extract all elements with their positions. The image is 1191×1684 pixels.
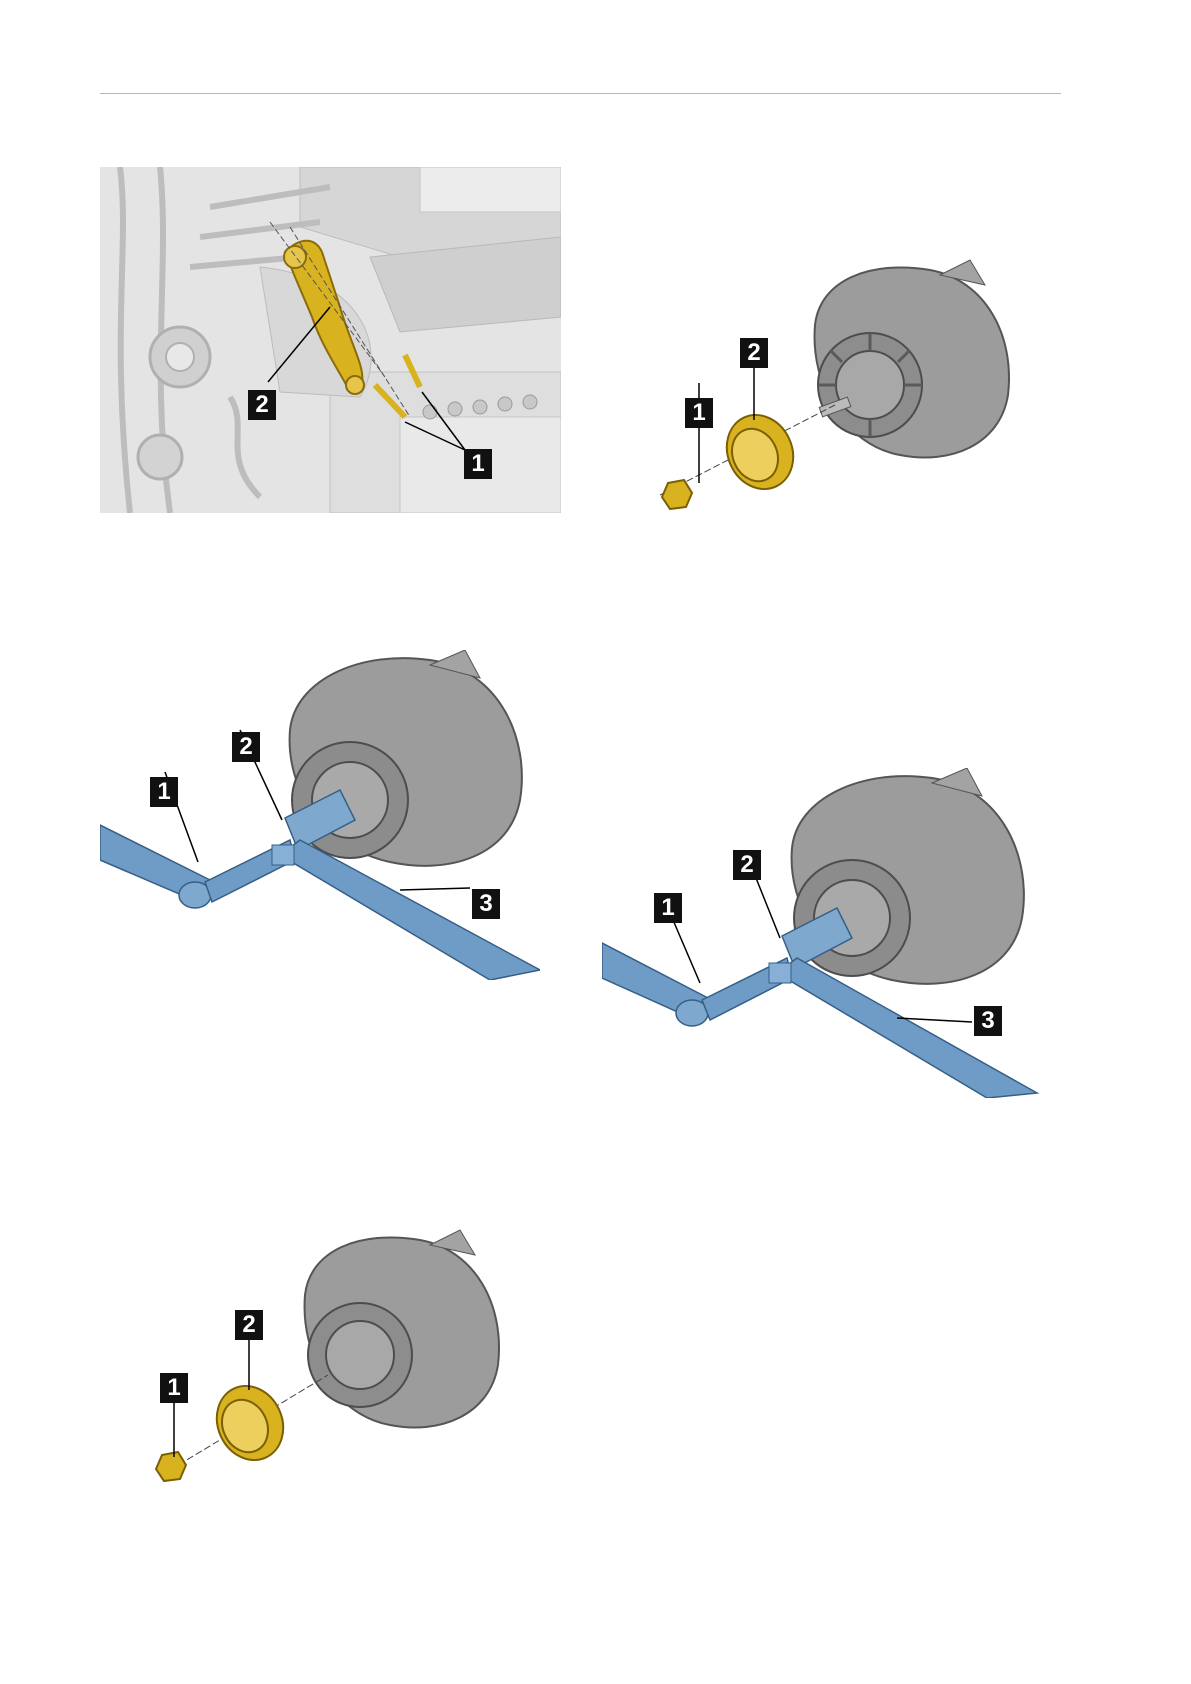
callout-3: 3 xyxy=(472,889,500,919)
figure-alternator-pulley-exploded xyxy=(640,255,1020,520)
callout-2: 2 xyxy=(235,1310,263,1340)
callout-3: 3 xyxy=(974,1006,1002,1036)
figure-alternator-pulley-exploded-2 xyxy=(150,1225,510,1495)
header-rule xyxy=(100,93,1061,94)
callout-1: 1 xyxy=(160,1373,188,1403)
callout-1: 1 xyxy=(654,893,682,923)
callout-2: 2 xyxy=(232,732,260,762)
callout-2: 2 xyxy=(248,390,276,420)
callout-1: 1 xyxy=(150,777,178,807)
figure-holding-tool-right xyxy=(602,768,1042,1098)
callout-1: 1 xyxy=(685,398,713,428)
figure-holding-tool-left xyxy=(100,650,540,980)
callout-2: 2 xyxy=(740,338,768,368)
callout-1: 1 xyxy=(464,449,492,479)
callout-2: 2 xyxy=(733,850,761,880)
